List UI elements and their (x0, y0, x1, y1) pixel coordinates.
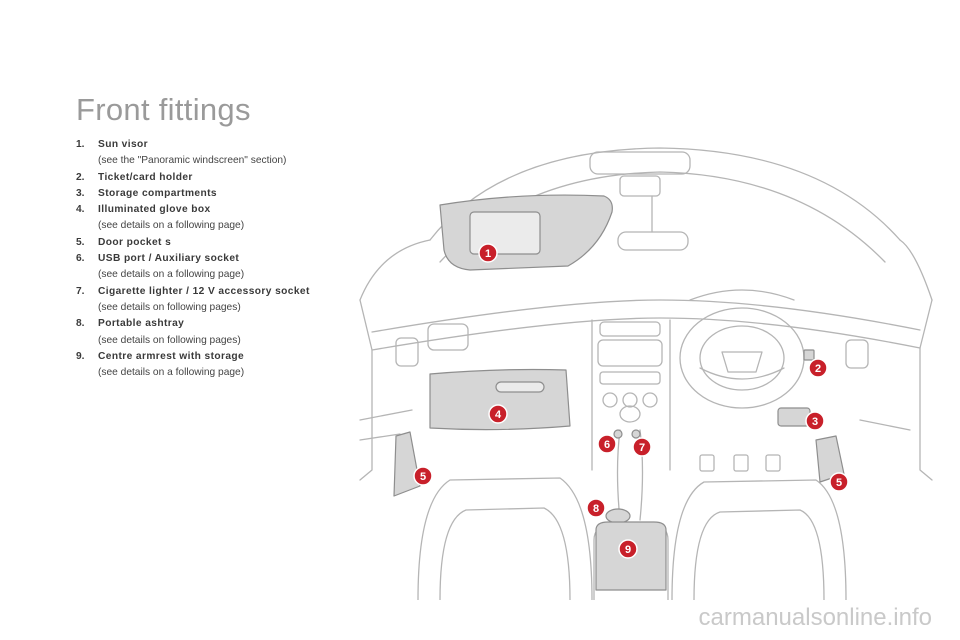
list-item: 7. Cigarette lighter / 12 V accessory so… (76, 284, 346, 317)
list-item: 4. Illuminated glove box (see details on… (76, 202, 346, 235)
callout-1: 1 (478, 243, 498, 263)
callout-7: 7 (632, 437, 652, 457)
watermark: carmanualsonline.info (698, 604, 932, 631)
item-note: (see details on a following page) (98, 269, 245, 281)
callout-label: 7 (639, 442, 645, 454)
item-number: 6. (76, 253, 85, 265)
callout-label: 3 (812, 416, 818, 428)
item-note: (see details on a following page) (98, 367, 245, 379)
item-label: Portable ashtray (98, 318, 185, 330)
ashtray-shape (605, 508, 631, 524)
item-note: (see details on following pages) (98, 301, 241, 313)
item-note: (see details on a following page) (98, 220, 245, 232)
list-item: 6. USB port / Auxiliary socket (see deta… (76, 251, 346, 284)
callout-label: 1 (485, 248, 491, 260)
storage-compartment-shape (777, 407, 811, 427)
callout-8: 8 (586, 498, 606, 518)
item-label: Centre armrest with storage (98, 350, 245, 362)
item-number: 4. (76, 204, 85, 216)
callout-label: 4 (495, 409, 502, 421)
item-label: USB port / Auxiliary socket (98, 253, 240, 265)
callout-label: 2 (815, 363, 821, 375)
door-pocket-left-shape (393, 431, 421, 497)
item-label: Door pocket s (98, 236, 172, 248)
callout-2: 2 (808, 358, 828, 378)
callout-3: 3 (805, 411, 825, 431)
list-item: 2. Ticket/card holder (76, 170, 346, 186)
cabin-illustration: 1 2 3 4 5 5 6 7 (359, 147, 933, 600)
item-label: Ticket/card holder (98, 171, 193, 183)
callout-label: 9 (625, 544, 631, 556)
ticket-holder-shape (803, 349, 815, 361)
callout-label: 8 (593, 503, 599, 515)
callout-5-right: 5 (829, 472, 849, 492)
item-note: (see details on following pages) (98, 334, 241, 346)
usb-socket-shape (613, 429, 623, 439)
list-item: 5. Door pocket s (76, 235, 346, 251)
item-number: 3. (76, 187, 85, 199)
item-number: 2. (76, 171, 85, 183)
item-label: Storage compartments (98, 187, 217, 199)
callout-5-left: 5 (413, 466, 433, 486)
list-item: 1. Sun visor (see the "Panoramic windscr… (76, 137, 346, 170)
item-label: Illuminated glove box (98, 204, 211, 216)
item-number: 8. (76, 318, 85, 330)
lighter-socket-shape (631, 429, 641, 439)
item-number: 9. (76, 350, 85, 362)
list-item: 9. Centre armrest with storage (see deta… (76, 349, 346, 382)
callout-label: 5 (420, 471, 426, 483)
list-item: 3. Storage compartments (76, 186, 346, 202)
item-number: 7. (76, 285, 85, 297)
callout-6: 6 (597, 434, 617, 454)
item-number: 1. (76, 139, 85, 150)
callout-label: 5 (836, 477, 842, 489)
callout-label: 6 (604, 439, 610, 451)
callout-9: 9 (618, 539, 638, 559)
fittings-list: 1. Sun visor (see the "Panoramic windscr… (76, 137, 346, 381)
item-label: Sun visor (98, 139, 149, 150)
callout-4: 4 (488, 404, 508, 424)
page-title: Front fittings (76, 92, 251, 127)
list-item: 8. Portable ashtray (see details on foll… (76, 316, 346, 349)
item-note: (see the "Panoramic windscreen" section) (98, 155, 287, 167)
item-number: 5. (76, 236, 85, 248)
item-label: Cigarette lighter / 12 V accessory socke… (98, 285, 310, 297)
